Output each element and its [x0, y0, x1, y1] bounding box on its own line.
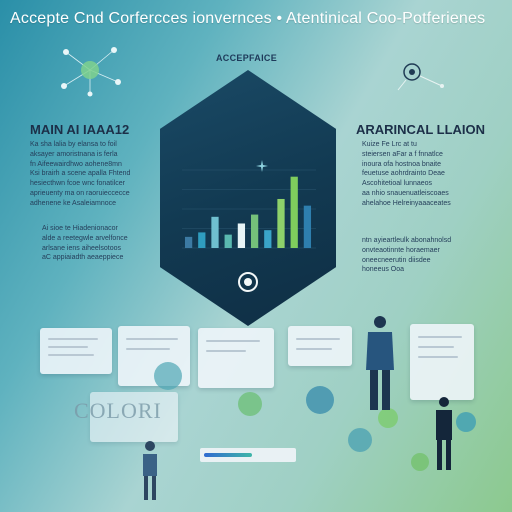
text-line: ahelahoe Helreinyaaaceates [362, 199, 451, 207]
text-line: arlsane iens aiheelsotoos [42, 244, 121, 252]
text-line: alde a reetegwle arvelfonce [42, 234, 128, 242]
right-text-block-b: ntn ayieartleulk abonahnolsd onvteaotinnt… [362, 236, 482, 275]
text-line: onvteaotinnte horaemaer [362, 246, 440, 254]
brain-gear-icon [397, 63, 444, 91]
walking-figure [143, 441, 157, 500]
target-ring-icon [238, 272, 258, 292]
text-line: aksayer amoristnana is ferla [30, 150, 118, 158]
left-text-block-b: Ai sioe te Hiadenionacor alde a reetegwle… [42, 224, 152, 263]
text-line: Ka sha lalia by elansa to foil [30, 141, 117, 148]
chart-bar [250, 214, 259, 248]
molecule-icon [61, 47, 121, 97]
chart-bar [264, 230, 272, 248]
text-line: Ksi brairh a scene apalla Fhtend [30, 170, 131, 178]
text-line: aC appiaiadth aeaeppiece [42, 254, 124, 262]
chart-bar [277, 198, 285, 248]
chart-bar [303, 205, 312, 248]
doc-panel-3 [198, 328, 274, 388]
chart-bar [198, 232, 206, 248]
text-line: honeeus Ooa [362, 266, 405, 274]
standing-figure [436, 397, 452, 470]
text-line: Ascohitetioal lunnaeos [362, 180, 433, 188]
page-title: Accepte Cnd Corfercces ionvernces • Aten… [10, 10, 486, 27]
text-line: aa nhio snauenuatleiscoaes [362, 189, 449, 197]
text-line: inoura ofa hostnoa bnaite [362, 160, 442, 168]
text-line: feuetuse aohrdrainto Deae [362, 170, 445, 178]
left-text-block-a: Ka sha lalia by elansa to foil aksayer am… [30, 140, 156, 209]
foliage-decoration [154, 362, 476, 471]
chart-bar [290, 176, 298, 248]
text-line: fn Aifeewairdhwo aohene8mn [30, 160, 122, 168]
bar-chart [182, 169, 316, 249]
sparkle-icon [256, 160, 268, 172]
text-line: Ai sioe te Hiadenionacor [42, 225, 118, 232]
progress-fill [204, 453, 253, 457]
left-heading: MAIN AI IAAA12 [30, 122, 130, 137]
watermark-label: COLORI [74, 398, 162, 423]
text-line: hesiecthwn fcoe wnc fonatilcer [30, 180, 125, 188]
text-line: aprieuenty ma on raoruieccecce [30, 189, 130, 197]
doc-panel-4 [288, 326, 352, 366]
presenter-figure [366, 316, 394, 410]
right-heading: ARARINCAL LLAION [356, 122, 486, 137]
right-text-block-a: Kuize Fe Lrc at tu steiersen aFar a f fnn… [362, 140, 482, 209]
doc-panel-1 [40, 328, 112, 374]
chart-bar [237, 223, 246, 248]
chart-bar [224, 234, 232, 248]
text-line: ntn ayieartleulk abonahnolsd [362, 237, 452, 244]
text-line: oneecneerutin diisdee [362, 256, 431, 264]
central-hexagon-panel [160, 70, 336, 326]
doc-panel-5 [410, 324, 474, 400]
text-line: steiersen aFar a f fnnatlce [362, 150, 443, 158]
doc-panel-6 [90, 392, 178, 442]
chart-bar [211, 216, 219, 248]
chart-bar [184, 236, 193, 248]
progress-bar [200, 448, 296, 462]
acceptance-badge: ACCEPFAICE [216, 53, 278, 63]
text-line: adhenene ke Asaleiamnoce [30, 199, 117, 207]
text-line: Kuize Fe Lrc at tu [362, 141, 417, 148]
